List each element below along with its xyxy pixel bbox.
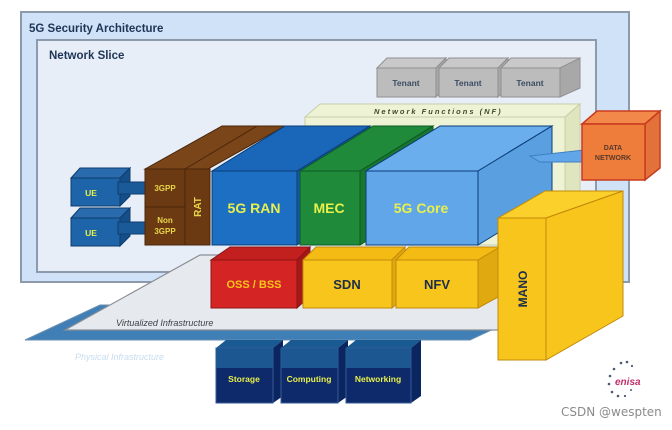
network-slice-title: Network Slice xyxy=(49,50,124,62)
virtualized-infrastructure-label: Virtualized Infrastructure xyxy=(116,318,213,328)
nfv-label: NFV xyxy=(424,277,450,292)
physical-infrastructure-label: Physical Infrastructure xyxy=(75,352,164,362)
data-network-label-line1: DATA xyxy=(604,145,622,152)
oss-bss-label: OSS / BSS xyxy=(226,279,281,291)
resource-computing: Computing xyxy=(280,340,348,404)
network-functions-label: Network Functions (NF) xyxy=(374,107,503,116)
resource-storage: Storage xyxy=(215,340,283,404)
mano-block: MANO xyxy=(496,190,624,361)
3gpp-label: 3GPP xyxy=(154,184,176,193)
mano-label: MANO xyxy=(516,271,530,308)
networking-label: Networking xyxy=(355,374,401,384)
data-network-label-line2: NETWORK xyxy=(595,155,631,162)
ue-device-2: UE xyxy=(69,206,149,248)
rat-label: RAT xyxy=(193,197,204,217)
tenant-label: Tenant xyxy=(516,78,543,88)
resource-networking: Networking xyxy=(345,340,421,404)
tenant-1: Tenant xyxy=(375,56,448,99)
ue-label: UE xyxy=(85,188,97,198)
nfv-block: NFV xyxy=(394,246,502,309)
watermark: CSDN @wespten xyxy=(561,405,662,419)
ue-label: UE xyxy=(85,228,97,238)
access-block: 3GPP Non 3GPP RAT xyxy=(143,125,287,246)
non-3gpp-label-line1: Non xyxy=(157,216,173,225)
5g-core-label: 5G Core xyxy=(394,200,449,216)
enisa-logo-text: enisa xyxy=(615,377,641,388)
computing-label: Computing xyxy=(287,374,332,384)
sdn-block: SDN xyxy=(301,245,407,310)
ue-device-1: UE xyxy=(69,166,149,208)
storage-label: Storage xyxy=(228,374,260,384)
architecture-title: 5G Security Architecture xyxy=(29,23,163,35)
5g-ran-label: 5G RAN xyxy=(228,200,281,216)
data-network-block: DATA NETWORK xyxy=(579,109,663,182)
tenant-label: Tenant xyxy=(454,78,481,88)
mec-label: MEC xyxy=(313,200,344,216)
tenant-label: Tenant xyxy=(392,78,419,88)
tenant-3: Tenant xyxy=(499,57,582,98)
non-3gpp-label-line2: 3GPP xyxy=(154,227,176,236)
tenant-2: Tenant xyxy=(437,56,510,99)
sdn-label: SDN xyxy=(333,277,360,292)
enisa-logo: enisa xyxy=(607,360,641,398)
oss-bss-block: OSS / BSS xyxy=(209,245,312,310)
